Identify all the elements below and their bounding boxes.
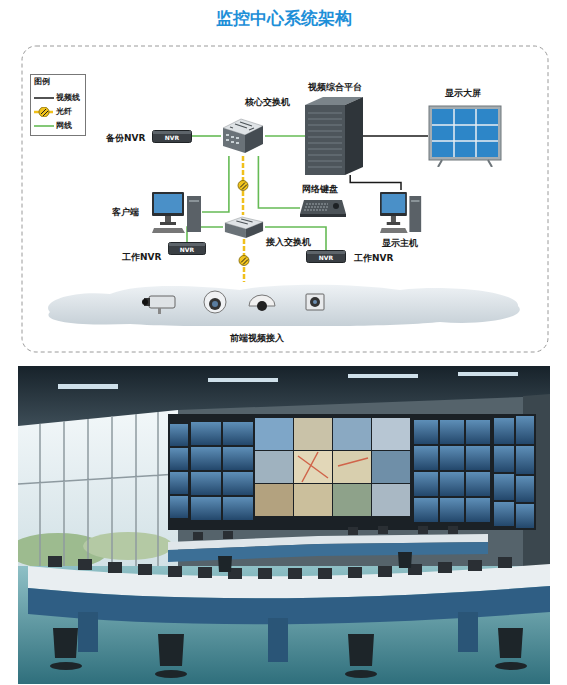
fiber-symbol — [238, 181, 248, 191]
switch-icon — [221, 116, 265, 156]
control-room-photo — [18, 366, 550, 684]
device-node: 视频综合平台 — [305, 97, 363, 175]
device-node: 核心交换机 — [221, 116, 265, 156]
video-wall-icon — [428, 105, 502, 167]
legend-text: 光纤 — [56, 106, 72, 117]
room-background — [18, 366, 550, 684]
device-tag: NVR — [306, 250, 346, 263]
legend-line — [34, 93, 54, 103]
legend-line — [34, 121, 54, 131]
legend-line — [34, 107, 54, 117]
device-label: 客户端 — [112, 206, 139, 219]
device-label: 工作NVR — [354, 252, 393, 265]
device-label: 前端视频接入 — [230, 332, 284, 345]
connector — [265, 227, 326, 250]
device-node: 前端视频接入 — [40, 282, 530, 326]
legend-text: 视频线 — [56, 92, 80, 103]
device-node: 网络键盘 — [300, 198, 346, 218]
device-label: 工作NVR — [122, 251, 161, 264]
device-node: NVR备份NVR — [152, 130, 192, 143]
device-node: NVR工作NVR — [168, 242, 206, 255]
device-tag: NVR — [152, 130, 192, 143]
legend-text: 网线 — [56, 120, 72, 131]
fiber-symbol — [39, 107, 49, 117]
legend-heading: 图例 — [34, 76, 50, 87]
device-node: NVR工作NVR — [306, 250, 346, 263]
device-node: 显示大屏 — [428, 105, 502, 167]
device-label: 接入交换机 — [266, 236, 311, 249]
connector — [192, 135, 221, 137]
switch-icon — [223, 215, 265, 239]
keyboard-icon — [300, 198, 346, 218]
rack-icon — [305, 97, 363, 175]
dashed-border — [22, 46, 548, 352]
computer-icon — [380, 190, 422, 234]
connector — [258, 156, 300, 208]
device-label: 网络键盘 — [302, 183, 338, 196]
device-label: 显示主机 — [382, 237, 418, 250]
device-label: 视频综合平台 — [308, 81, 362, 94]
back-desk — [168, 526, 488, 562]
device-node: 显示主机 — [380, 190, 422, 234]
chairs — [50, 552, 527, 678]
connector — [202, 156, 229, 212]
fiber-symbol — [239, 256, 249, 266]
computer-icon — [152, 190, 202, 234]
window — [18, 410, 178, 580]
diagram-title: 监控中心系统架构 — [0, 7, 567, 30]
connector — [350, 175, 401, 190]
device-tag: NVR — [168, 242, 206, 255]
connector — [363, 135, 428, 137]
legend-box: 图例视频线光纤网线 — [30, 74, 86, 136]
device-label: 核心交换机 — [245, 96, 290, 109]
device-node: 客户端 — [152, 190, 202, 234]
front-desk — [28, 556, 550, 662]
connector — [265, 135, 305, 137]
device-node: 接入交换机 — [223, 215, 265, 239]
video-wall — [168, 414, 536, 530]
cloud-shape — [40, 282, 530, 326]
device-label: 备份NVR — [106, 132, 145, 145]
device-label: 显示大屏 — [445, 87, 481, 100]
